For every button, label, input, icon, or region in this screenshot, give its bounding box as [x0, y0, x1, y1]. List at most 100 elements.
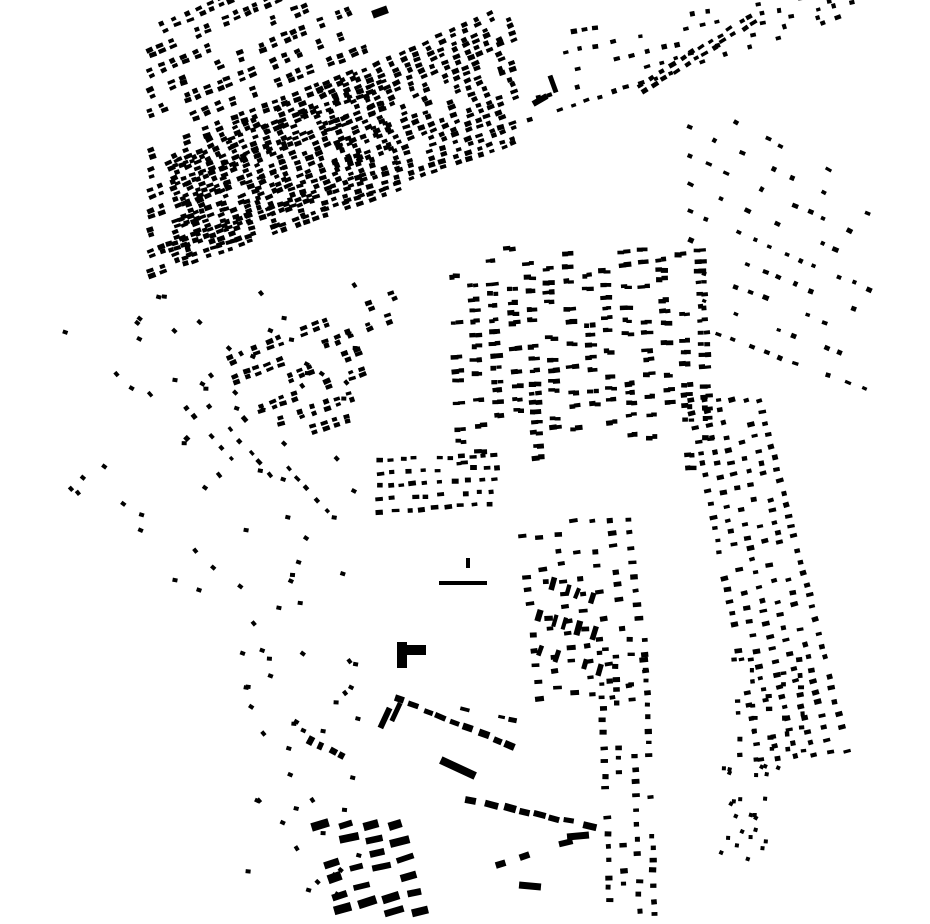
- building: [247, 225, 256, 231]
- building: [243, 527, 249, 533]
- building: [173, 256, 181, 264]
- building: [632, 588, 639, 593]
- building: [481, 85, 488, 92]
- building: [644, 394, 652, 400]
- building: [262, 361, 272, 368]
- building: [348, 396, 356, 403]
- building: [620, 867, 628, 874]
- building: [204, 135, 214, 143]
- building: [605, 843, 612, 849]
- building: [302, 197, 311, 205]
- building: [351, 128, 361, 136]
- building: [451, 41, 458, 47]
- building: [778, 693, 786, 700]
- building: [354, 76, 362, 84]
- building: [173, 222, 182, 229]
- building: [669, 399, 676, 405]
- building: [430, 69, 439, 76]
- building: [412, 92, 420, 99]
- building: [320, 199, 329, 206]
- building: [241, 143, 248, 150]
- building: [473, 74, 482, 82]
- building: [307, 103, 315, 110]
- building: [528, 261, 534, 265]
- building: [302, 535, 310, 542]
- building: [533, 444, 539, 448]
- building: [286, 371, 294, 379]
- building: [207, 169, 216, 176]
- building: [295, 183, 304, 189]
- building: [454, 88, 462, 95]
- building: [405, 468, 412, 474]
- building: [499, 128, 507, 136]
- building: [227, 246, 234, 252]
- building: [451, 67, 460, 75]
- building: [464, 796, 477, 805]
- building: [173, 157, 181, 164]
- building: [254, 185, 262, 191]
- building: [774, 755, 781, 762]
- building: [624, 381, 633, 388]
- building: [789, 589, 797, 596]
- building: [171, 62, 179, 69]
- building: [348, 46, 358, 54]
- building: [506, 22, 515, 30]
- building: [201, 149, 209, 156]
- building: [331, 416, 338, 423]
- building: [343, 197, 352, 204]
- building: [579, 591, 587, 597]
- building: [195, 33, 203, 40]
- building: [463, 120, 472, 128]
- building: [355, 200, 365, 207]
- building: [218, 164, 226, 172]
- building: [244, 233, 253, 240]
- building: [763, 349, 771, 356]
- building: [554, 388, 560, 393]
- building: [426, 49, 436, 57]
- building: [451, 45, 459, 53]
- building: [734, 647, 743, 654]
- building: [310, 178, 319, 184]
- building: [526, 116, 534, 123]
- building: [680, 350, 687, 355]
- building: [429, 127, 438, 134]
- building: [650, 899, 658, 905]
- building: [314, 878, 321, 886]
- building: [280, 440, 288, 447]
- building: [185, 251, 194, 259]
- building: [473, 449, 482, 454]
- building: [146, 107, 153, 114]
- building: [184, 246, 192, 253]
- building: [383, 312, 392, 318]
- building: [244, 125, 251, 132]
- building: [284, 205, 293, 213]
- building: [348, 136, 358, 145]
- building: [380, 165, 389, 172]
- building: [507, 309, 515, 316]
- building: [183, 404, 190, 412]
- building: [291, 135, 300, 141]
- building: [820, 724, 828, 730]
- building: [167, 247, 175, 253]
- building: [268, 182, 276, 188]
- building: [148, 193, 157, 200]
- building: [160, 106, 169, 114]
- building: [453, 83, 460, 90]
- building: [362, 92, 371, 100]
- building: [318, 370, 325, 377]
- building: [481, 449, 488, 455]
- building: [760, 845, 765, 851]
- building: [456, 503, 464, 507]
- building: [298, 24, 306, 32]
- building: [637, 285, 646, 289]
- building: [762, 796, 768, 801]
- building: [202, 232, 210, 240]
- building: [587, 367, 593, 373]
- building: [609, 695, 616, 700]
- building: [237, 350, 245, 357]
- building: [353, 174, 363, 181]
- building: [787, 523, 795, 529]
- building: [377, 482, 383, 488]
- building: [455, 319, 464, 325]
- building: [371, 861, 392, 872]
